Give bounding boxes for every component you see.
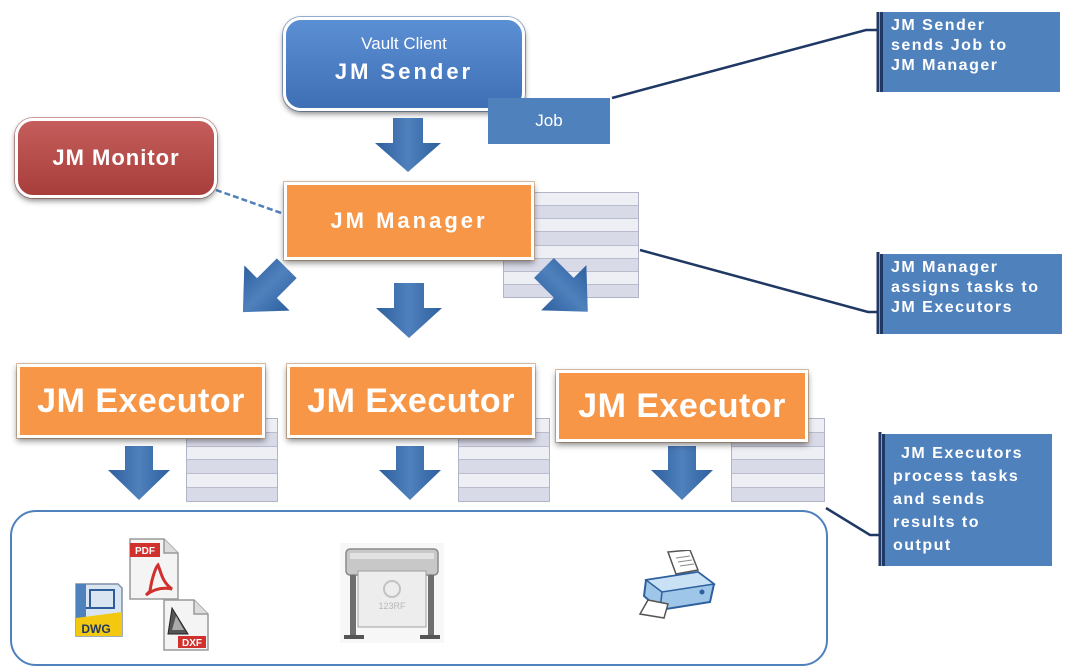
- jm-executor-box-1: JM Executor: [17, 364, 265, 438]
- arrow-manager-to-executor-2: [376, 283, 442, 338]
- jm-executor-box-2: JM Executor: [287, 364, 535, 438]
- arrow-manager-to-executor-3: [534, 258, 588, 312]
- jm-monitor-box: JM Monitor: [15, 118, 217, 198]
- arrow-sender-to-manager: [375, 118, 441, 172]
- connector-job-callout: [611, 28, 878, 100]
- dxf-label: DXF: [182, 638, 202, 649]
- jm-executor-box-3: JM Executor: [556, 370, 808, 442]
- plotter-icon: 123RF: [340, 543, 444, 643]
- jm-sender-box: Vault Client JM Sender: [283, 17, 525, 111]
- callout-sender: JM Sender sends Job to JM Manager: [880, 12, 1060, 92]
- arrow-manager-to-executor-1: [242, 258, 297, 313]
- jm-manager-box: JM Manager: [284, 182, 534, 260]
- job-box: Job: [488, 98, 610, 144]
- arrow-executor-2-to-output: [379, 446, 441, 500]
- connector-manager-callout: [639, 248, 878, 314]
- monitor-dashed-connector: [215, 188, 285, 216]
- sender-title: JM Sender: [334, 59, 474, 84]
- dxf-file-icon: DXF: [163, 599, 209, 651]
- connector-output-callout: [825, 506, 880, 537]
- dwg-file-icon: DWG: [75, 583, 123, 637]
- plotter-watermark: 123RF: [378, 601, 406, 611]
- arrow-executor-1-to-output: [108, 446, 170, 500]
- pdf-label: PDF: [135, 546, 155, 557]
- arrow-executor-3-to-output: [651, 446, 713, 500]
- callout-manager: JM Manager assigns tasks to JM Executors: [880, 254, 1062, 334]
- callout-executors: JM Executors process tasks and sends res…: [882, 434, 1052, 566]
- sender-subtitle: Vault Client: [361, 34, 447, 53]
- pdf-file-icon: PDF: [129, 538, 179, 600]
- dwg-label: DWG: [81, 622, 110, 636]
- printer-icon: [638, 550, 716, 619]
